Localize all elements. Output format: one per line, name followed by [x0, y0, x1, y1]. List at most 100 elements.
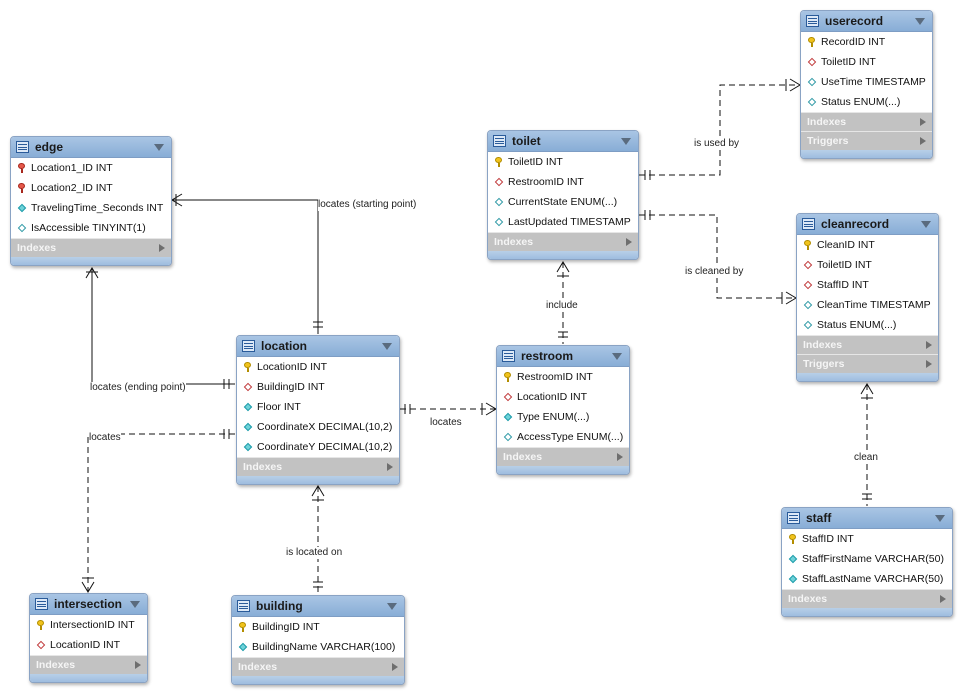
column-row[interactable]: RestroomID INT	[497, 367, 629, 387]
column-row[interactable]: RecordID INT	[801, 32, 932, 52]
rel-label-starting-point: locates (starting point)	[318, 199, 417, 211]
column-label: LocationID INT	[50, 639, 121, 651]
entity-location[interactable]: location LocationID INT BuildingID INT F…	[236, 335, 400, 485]
indexes-section[interactable]: Indexes	[237, 457, 399, 476]
column-row[interactable]: Location1_ID INT	[11, 158, 171, 178]
entity-edge[interactable]: edge Location1_ID INT Location2_ID INT T…	[10, 136, 172, 266]
collapse-caret-icon[interactable]	[130, 600, 140, 608]
column-row[interactable]: ToiletID INT	[488, 152, 638, 172]
entity-staff[interactable]: staff StaffID INT StaffFirstName VARCHAR…	[781, 507, 953, 617]
column-row[interactable]: Status ENUM(...)	[801, 92, 932, 112]
expand-arrow-icon	[387, 463, 393, 471]
entity-title: location	[261, 339, 308, 353]
entity-building[interactable]: building BuildingID INT BuildingName VAR…	[231, 595, 405, 685]
primary-key-icon	[238, 622, 247, 632]
column-row[interactable]: BuildingID INT	[237, 377, 399, 397]
entity-header[interactable]: restroom	[497, 346, 629, 367]
column-row[interactable]: ToiletID INT	[801, 52, 932, 72]
collapse-caret-icon[interactable]	[387, 602, 397, 610]
column-row[interactable]: CoordinateX DECIMAL(10,2)	[237, 417, 399, 437]
column-row[interactable]: RestroomID INT	[488, 172, 638, 192]
column-row[interactable]: AccessType ENUM(...)	[497, 427, 629, 447]
column-row[interactable]: BuildingID INT	[232, 617, 404, 637]
entity-title: intersection	[54, 597, 123, 611]
column-label: RestroomID INT	[508, 176, 584, 188]
foreign-primary-key-icon	[17, 183, 26, 193]
column-row[interactable]: CurrentState ENUM(...)	[488, 192, 638, 212]
entity-cleanrecord[interactable]: cleanrecord CleanID INT ToiletID INT Sta…	[796, 213, 939, 382]
column-row[interactable]: CleanID INT	[797, 235, 938, 255]
entity-toilet[interactable]: toilet ToiletID INT RestroomID INT Curre…	[487, 130, 639, 260]
indexes-section[interactable]: Indexes	[797, 335, 938, 354]
foreign-key-icon	[807, 57, 816, 67]
column-row[interactable]: LocationID INT	[30, 635, 147, 655]
rel-label-used-by: is used by	[694, 138, 740, 150]
entity-header[interactable]: toilet	[488, 131, 638, 152]
column-row[interactable]: StaffFirstName VARCHAR(50)	[782, 549, 952, 569]
nullable-column-icon	[807, 77, 816, 87]
indexes-section[interactable]: Indexes	[497, 447, 629, 466]
column-label: LastUpdated TIMESTAMP	[508, 216, 631, 228]
collapse-caret-icon[interactable]	[935, 514, 945, 522]
section-label: Indexes	[238, 661, 278, 673]
indexes-section[interactable]: Indexes	[782, 589, 952, 608]
section-label: Triggers	[803, 358, 845, 370]
column-row[interactable]: BuildingName VARCHAR(100)	[232, 637, 404, 657]
indexes-section[interactable]: Indexes	[488, 232, 638, 251]
column-row[interactable]: ToiletID INT	[797, 255, 938, 275]
entity-restroom[interactable]: restroom RestroomID INT LocationID INT T…	[496, 345, 630, 475]
primary-key-icon	[243, 362, 252, 372]
rel-label-location-building: is located on	[286, 547, 343, 559]
not-null-column-icon	[243, 402, 252, 412]
indexes-section[interactable]: Indexes	[11, 238, 171, 257]
collapse-caret-icon[interactable]	[921, 220, 931, 228]
column-row[interactable]: CleanTime TIMESTAMP	[797, 295, 938, 315]
not-null-column-icon	[238, 642, 247, 652]
column-row[interactable]: LocationID INT	[497, 387, 629, 407]
entity-footer	[497, 466, 629, 474]
not-null-column-icon	[788, 554, 797, 564]
rel-line-toilet-cleanrecord	[639, 214, 796, 299]
indexes-section[interactable]: Indexes	[30, 655, 147, 674]
entity-header[interactable]: edge	[11, 137, 171, 158]
column-row[interactable]: Status ENUM(...)	[797, 315, 938, 335]
column-row[interactable]: LastUpdated TIMESTAMP	[488, 212, 638, 232]
column-row[interactable]: CoordinateY DECIMAL(10,2)	[237, 437, 399, 457]
column-row[interactable]: StaffID INT	[782, 529, 952, 549]
column-row[interactable]: IntersectionID INT	[30, 615, 147, 635]
column-row[interactable]: Location2_ID INT	[11, 178, 171, 198]
rel-line-toilet-userecord	[639, 84, 800, 176]
triggers-section[interactable]: Triggers	[801, 131, 932, 150]
entity-header[interactable]: location	[237, 336, 399, 357]
column-row[interactable]: Type ENUM(...)	[497, 407, 629, 427]
collapse-caret-icon[interactable]	[621, 137, 631, 145]
column-row[interactable]: Floor INT	[237, 397, 399, 417]
entity-title: restroom	[521, 349, 574, 363]
entity-userecord[interactable]: userecord RecordID INT ToiletID INT UseT…	[800, 10, 933, 159]
column-row[interactable]: IsAccessible TINYINT(1)	[11, 218, 171, 238]
column-row[interactable]: TravelingTime_Seconds INT	[11, 198, 171, 218]
entity-intersection[interactable]: intersection IntersectionID INT Location…	[29, 593, 148, 683]
collapse-caret-icon[interactable]	[382, 342, 392, 350]
column-label: UseTime TIMESTAMP	[821, 76, 926, 88]
entity-header[interactable]: building	[232, 596, 404, 617]
column-row[interactable]: StaffLastName VARCHAR(50)	[782, 569, 952, 589]
rel-label-clean: clean	[854, 452, 878, 464]
triggers-section[interactable]: Triggers	[797, 354, 938, 373]
table-icon	[237, 600, 250, 612]
collapse-caret-icon[interactable]	[915, 17, 925, 25]
indexes-section[interactable]: Indexes	[801, 112, 932, 131]
collapse-caret-icon[interactable]	[154, 143, 164, 151]
column-row[interactable]: UseTime TIMESTAMP	[801, 72, 932, 92]
entity-footer	[11, 257, 171, 265]
rel-label-location-intersection: locates	[89, 432, 121, 444]
entity-header[interactable]: userecord	[801, 11, 932, 32]
column-row[interactable]: StaffID INT	[797, 275, 938, 295]
entity-header[interactable]: cleanrecord	[797, 214, 938, 235]
collapse-caret-icon[interactable]	[612, 352, 622, 360]
entity-header[interactable]: intersection	[30, 594, 147, 615]
column-label: StaffID INT	[817, 279, 869, 291]
column-row[interactable]: LocationID INT	[237, 357, 399, 377]
entity-header[interactable]: staff	[782, 508, 952, 529]
indexes-section[interactable]: Indexes	[232, 657, 404, 676]
